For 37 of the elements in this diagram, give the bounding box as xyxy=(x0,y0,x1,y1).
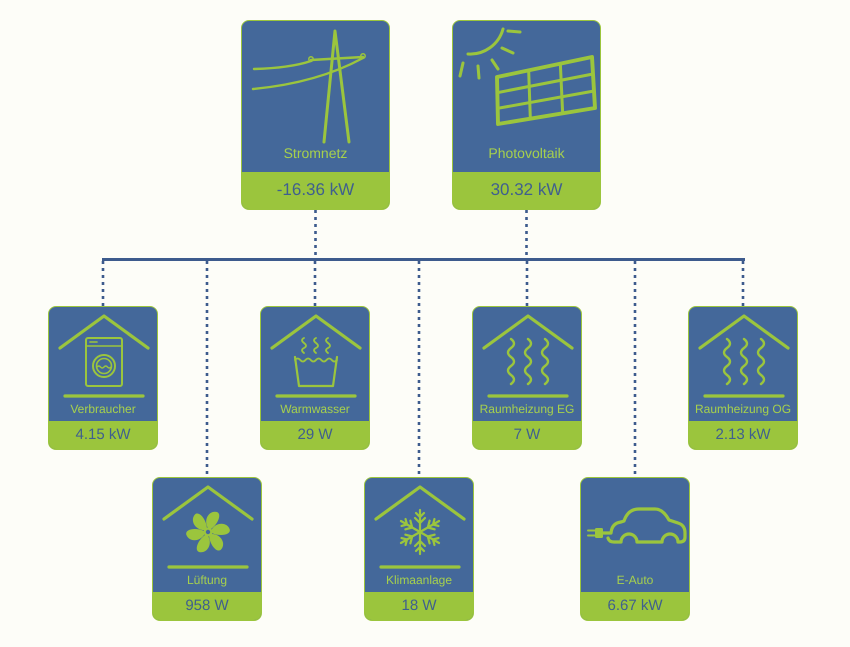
device-card xyxy=(364,477,474,621)
dotted-connector xyxy=(634,261,636,477)
device-label: E-Auto xyxy=(616,574,654,588)
dotted-connector xyxy=(314,210,317,258)
device-label: Raumheizung OG xyxy=(694,402,792,416)
dotted-connector xyxy=(526,261,528,306)
dotted-connector xyxy=(418,261,420,477)
dotted-connector xyxy=(206,261,208,477)
device-card xyxy=(241,20,390,210)
device-label: Klimaanlage xyxy=(386,574,452,588)
device-card xyxy=(580,477,690,621)
device-label: Lüftung xyxy=(186,574,228,588)
power-value: 4.15 kW xyxy=(75,426,131,444)
bus-bar xyxy=(102,258,745,261)
device-label: Photovoltaik xyxy=(488,145,565,162)
device-label: Stromnetz xyxy=(284,145,348,162)
dotted-connector xyxy=(525,210,528,258)
device-card xyxy=(260,306,370,450)
power-value: 18 W xyxy=(401,598,436,614)
device-card xyxy=(688,306,798,450)
device-label: Raumheizung EG xyxy=(480,402,574,416)
device-card xyxy=(452,20,601,210)
dotted-connector xyxy=(314,261,316,306)
power-value: 7 W xyxy=(514,426,540,444)
dotted-connector xyxy=(102,261,104,306)
power-value: 6.67 kW xyxy=(607,598,663,614)
device-label: Warmwasser xyxy=(280,402,350,416)
device-card xyxy=(48,306,158,450)
power-value: 29 W xyxy=(297,426,332,444)
power-value: 958 W xyxy=(185,598,229,614)
device-label: Verbraucher xyxy=(70,402,136,416)
power-value: 30.32 kW xyxy=(490,181,562,200)
device-card xyxy=(472,306,582,450)
power-value: -16.36 kW xyxy=(276,181,354,200)
dotted-connector xyxy=(742,261,744,306)
power-value: 2.13 kW xyxy=(715,426,771,444)
device-card xyxy=(152,477,262,621)
